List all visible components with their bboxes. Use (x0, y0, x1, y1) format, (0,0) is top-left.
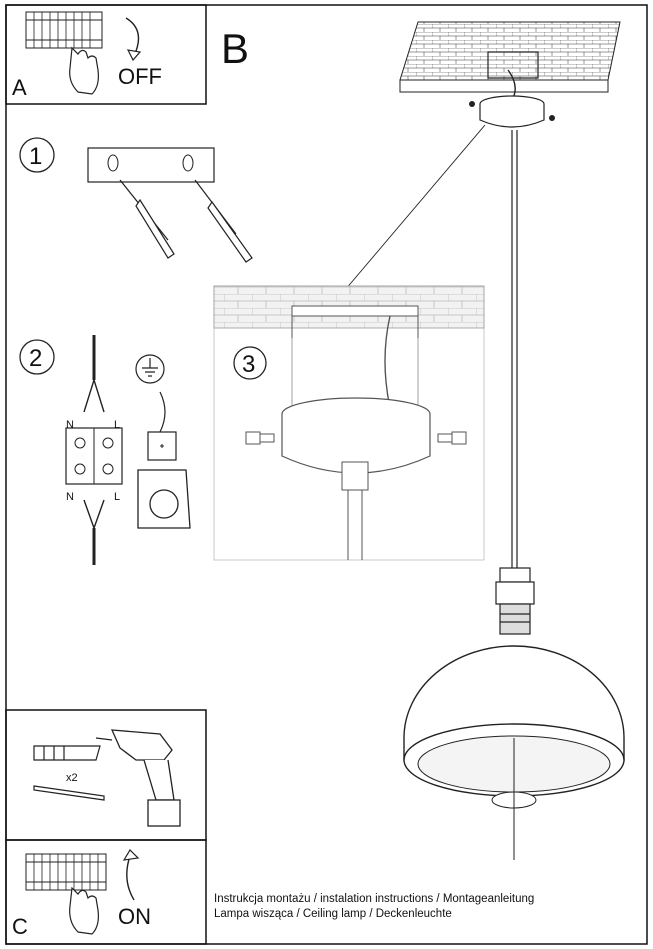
step-1: 1 (19, 137, 253, 263)
wall-plug-icon (119, 179, 175, 259)
ceiling-plate (399, 21, 621, 101)
hand-icon (69, 886, 99, 935)
footer-line-2: Lampa wisząca / Ceiling lamp / Deckenleu… (214, 908, 452, 920)
terminal-label-top-n: N (66, 419, 74, 431)
hand-icon (69, 46, 99, 95)
screw-icon (245, 431, 275, 445)
wall-plug-icon (33, 745, 101, 761)
drill-icon (95, 729, 181, 827)
ceiling-canopy-icon (469, 95, 555, 128)
ground-symbol-icon (135, 354, 165, 384)
terminal-label-bottom-n: N (66, 491, 74, 503)
screw-icon (437, 431, 467, 445)
step-3-detail: 3 (213, 285, 485, 561)
wall-plug-icon (194, 179, 253, 263)
step-1-number: 1 (29, 143, 42, 170)
panel-a-word: OFF (118, 64, 162, 89)
terminal-label-bottom-l: L (114, 491, 120, 503)
footer-line-1: Instrukcja montażu / instalation instruc… (214, 893, 534, 905)
screw-icon (33, 785, 105, 801)
panel-c-letter: C (12, 914, 28, 939)
step-2: 2 N L N L (19, 335, 191, 565)
lamp-socket (495, 567, 535, 635)
tools-quantity: x2 (66, 772, 78, 784)
panel-c-word: ON (118, 904, 151, 929)
terminal-label-top-l: L (114, 419, 120, 431)
page-border (5, 4, 648, 945)
step-3-number: 3 (242, 351, 255, 378)
panel-a: A OFF (5, 4, 207, 105)
fuse-box-icon (25, 11, 103, 49)
fuse-box-icon (25, 853, 107, 891)
panel-b-letter: B (221, 25, 249, 72)
step-2-number: 2 (29, 345, 42, 372)
arrow-up-icon (126, 855, 135, 901)
panel-c: C ON (5, 839, 207, 945)
tools-panel: x2 (5, 709, 207, 841)
lamp-shade-icon (403, 645, 625, 860)
panel-a-letter: A (12, 75, 27, 100)
